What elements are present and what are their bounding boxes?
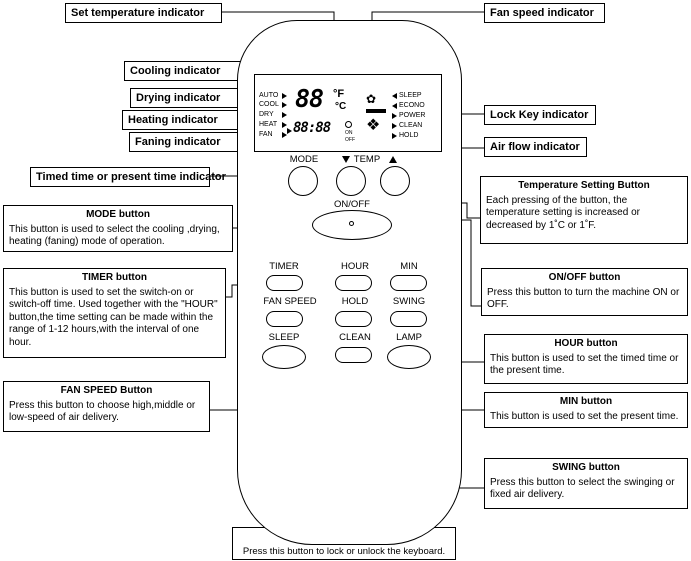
mode-label-heat: HEAT <box>259 121 278 128</box>
hold-button[interactable] <box>335 311 372 327</box>
celsius-unit: °C <box>335 101 347 112</box>
temp-up-button[interactable] <box>380 166 410 196</box>
timer-off-label: OFF <box>345 137 355 143</box>
sleep-marker-icon <box>392 93 397 99</box>
swing-button-label: SWING <box>392 296 426 307</box>
onoff-description-title: ON/OFF button <box>548 272 621 283</box>
display-label-clean: CLEAN <box>399 122 423 129</box>
lock-key-indicator-label: Lock Key indicator <box>484 105 596 125</box>
set-temperature-indicator-label: Set temperature indicator <box>65 3 222 23</box>
sleep-button[interactable] <box>262 345 306 369</box>
swing-button[interactable] <box>390 311 427 327</box>
time-digits: 88:88 <box>293 120 331 136</box>
auto-marker-icon <box>282 93 287 99</box>
mode-label-fan: FAN <box>259 131 273 138</box>
heat-marker-icon <box>282 122 287 128</box>
air-flow-icon: ❖ <box>366 117 381 134</box>
hold-marker-icon <box>392 133 397 139</box>
hour-button[interactable] <box>335 275 372 291</box>
mode-description-title: MODE button <box>86 209 150 220</box>
cooling-indicator-label: Cooling indicator <box>124 61 243 81</box>
temp-button-label: TEMP <box>353 154 381 165</box>
temp-up-arrow-icon <box>389 156 397 163</box>
heating-indicator-label: Heating indicator <box>122 110 243 130</box>
timed-time-indicator-label: Timed time or present time indicator <box>30 167 226 187</box>
fan-speed-indicator-label: Fan speed indicator <box>484 3 605 23</box>
lamp-button[interactable] <box>387 345 431 369</box>
display-label-power: POWER <box>399 112 426 119</box>
fan-speed-bars-icon <box>366 109 386 113</box>
sleep-button-label: SLEEP <box>268 332 300 343</box>
onoff-button-label: ON/OFF <box>334 199 370 210</box>
lcd-display <box>254 74 442 152</box>
timer-button-label: TIMER <box>269 261 299 272</box>
temperature-setting-button-description: Temperature Setting Button Each pressing… <box>480 176 688 244</box>
lamp-button-label: LAMP <box>396 332 422 343</box>
hour-button-description: HOUR button This button is used to set t… <box>484 334 688 384</box>
display-label-sleep: SLEEP <box>399 92 422 99</box>
fan-speed-description-body: Press this button to choose high,middle … <box>9 399 196 424</box>
air-flow-indicator-label: Air flow indicator <box>484 137 587 157</box>
dry-marker-icon <box>282 112 287 118</box>
min-button-description: MIN button This button is used to set th… <box>484 392 688 428</box>
mode-label-auto: AUTO <box>259 92 279 99</box>
onoff-indicator-dot-icon <box>349 221 354 226</box>
temp-down-arrow-icon <box>342 156 350 163</box>
power-marker-icon <box>392 113 397 119</box>
fan-speed-button[interactable] <box>266 311 303 327</box>
clock-icon <box>345 121 352 128</box>
hour-description-title: HOUR button <box>554 338 618 349</box>
mode-button-description: MODE button This button is used to selec… <box>3 205 233 252</box>
clean-marker-icon <box>392 123 397 129</box>
display-label-econo: ECONO <box>399 102 425 109</box>
fan-speed-button-description: FAN SPEED Button Press this button to ch… <box>3 381 210 432</box>
min-button-label: MIN <box>400 261 418 272</box>
clean-button[interactable] <box>335 347 372 363</box>
hour-description-body: This button is used to set the timed tim… <box>490 352 679 377</box>
fan-speed-button-label: FAN SPEED <box>263 296 317 307</box>
min-description-title: MIN button <box>559 396 613 407</box>
swing-button-description: SWING button Press this button to select… <box>484 458 688 509</box>
fan-speed-description-title: FAN SPEED Button <box>60 385 153 396</box>
econo-marker-icon <box>392 103 397 109</box>
min-button[interactable] <box>390 275 427 291</box>
timer-description-body: This button is used to set the switch-on… <box>9 286 218 348</box>
display-label-hold: HOLD <box>399 132 419 139</box>
timer-button[interactable] <box>266 275 303 291</box>
faning-indicator-label: Faning indicator <box>129 132 243 152</box>
fan-marker-icon <box>282 132 287 138</box>
clean-button-label: CLEAN <box>339 332 371 343</box>
swing-description-title: SWING button <box>552 462 620 473</box>
hold-button-label: HOLD <box>341 296 369 307</box>
min-description-body: This button is used to set the present t… <box>490 410 679 422</box>
mode-label-cool: COOL <box>259 101 279 108</box>
time-left-marker-icon <box>287 128 292 134</box>
temp-down-button[interactable] <box>336 166 366 196</box>
hold-description-body: Press this button to lock or unlock the … <box>242 545 446 557</box>
mode-button-label: MODE <box>289 154 319 165</box>
temp-setting-description-body: Each pressing of the button, the tempera… <box>486 194 640 231</box>
hour-button-label: HOUR <box>341 261 369 272</box>
onoff-description-body: Press this button to turn the machine ON… <box>487 286 680 311</box>
mode-description-body: This button is used to select the coolin… <box>9 223 220 248</box>
mode-button[interactable] <box>288 166 318 196</box>
temp-setting-description-title: Temperature Setting Button <box>518 180 650 191</box>
drying-indicator-label: Drying indicator <box>130 88 243 108</box>
timer-on-label: ON <box>345 130 353 136</box>
mode-label-dry: DRY <box>259 111 274 118</box>
fahrenheit-unit: °F <box>333 88 345 100</box>
timer-button-description: TIMER button This button is used to set … <box>3 268 226 358</box>
timer-description-title: TIMER button <box>82 272 147 283</box>
fan-speed-icon: ✿ <box>366 92 377 106</box>
temperature-digits: 88 <box>295 84 324 113</box>
swing-description-body: Press this button to select the swinging… <box>490 476 675 501</box>
cool-marker-icon <box>282 102 287 108</box>
onoff-button-description: ON/OFF button Press this button to turn … <box>481 268 688 316</box>
